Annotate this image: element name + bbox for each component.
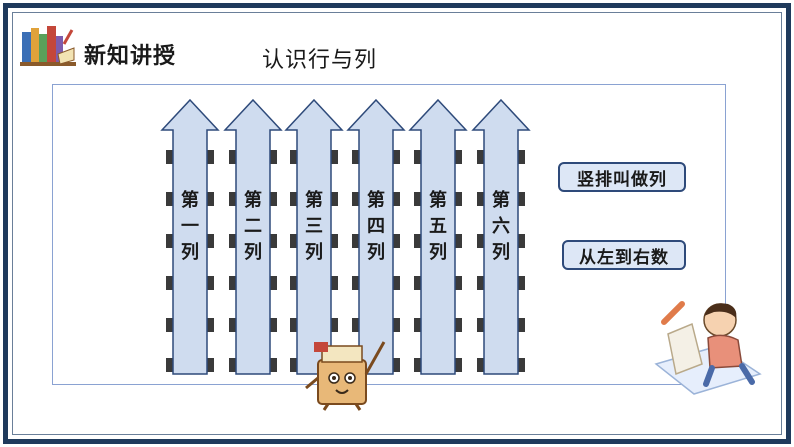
books-icon — [20, 26, 76, 66]
column-label-char: 列 — [305, 242, 323, 263]
column-label-char: 第 — [305, 190, 323, 211]
column-arrow-6 — [471, 98, 531, 375]
column-label-char: 列 — [429, 242, 447, 263]
column-label-4: 第四列 — [358, 188, 394, 266]
column-label-char: 一 — [181, 216, 199, 237]
column-label-char: 第 — [181, 190, 199, 211]
column-label-char: 第 — [244, 190, 262, 211]
column-arrow-4 — [346, 98, 406, 375]
column-label-char: 六 — [492, 216, 510, 237]
note-count-order: 从左到右数 — [562, 240, 686, 270]
column-label-char: 第 — [492, 190, 510, 211]
book-mascot-icon — [305, 341, 386, 411]
column-arrow-1 — [160, 98, 220, 375]
column-label-char: 二 — [244, 216, 262, 237]
column-label-char: 列 — [367, 242, 385, 263]
column-arrow-5 — [408, 98, 468, 375]
column-label-6: 第六列 — [483, 188, 519, 266]
slide-frame — [3, 3, 791, 444]
column-label-char: 第 — [367, 190, 385, 211]
column-arrow-3 — [284, 98, 344, 375]
column-label-char: 列 — [244, 242, 262, 263]
column-label-3: 第三列 — [296, 188, 332, 266]
column-arrow-2 — [223, 98, 283, 375]
column-label-1: 第一列 — [172, 188, 208, 266]
column-label-char: 列 — [492, 242, 510, 263]
note-vertical-column: 竖排叫做列 — [558, 162, 686, 192]
slide-inner-frame — [12, 12, 782, 435]
column-label-char: 列 — [181, 242, 199, 263]
column-label-5: 第五列 — [420, 188, 456, 266]
column-label-2: 第二列 — [235, 188, 271, 266]
child-writing-icon — [654, 301, 762, 395]
column-label-char: 第 — [429, 190, 447, 211]
column-label-char: 三 — [305, 216, 323, 237]
section-title: 新知讲授 — [84, 44, 177, 69]
column-label-char: 五 — [429, 216, 447, 237]
column-label-char: 四 — [367, 216, 385, 237]
lesson-title: 认识行与列 — [262, 48, 378, 73]
